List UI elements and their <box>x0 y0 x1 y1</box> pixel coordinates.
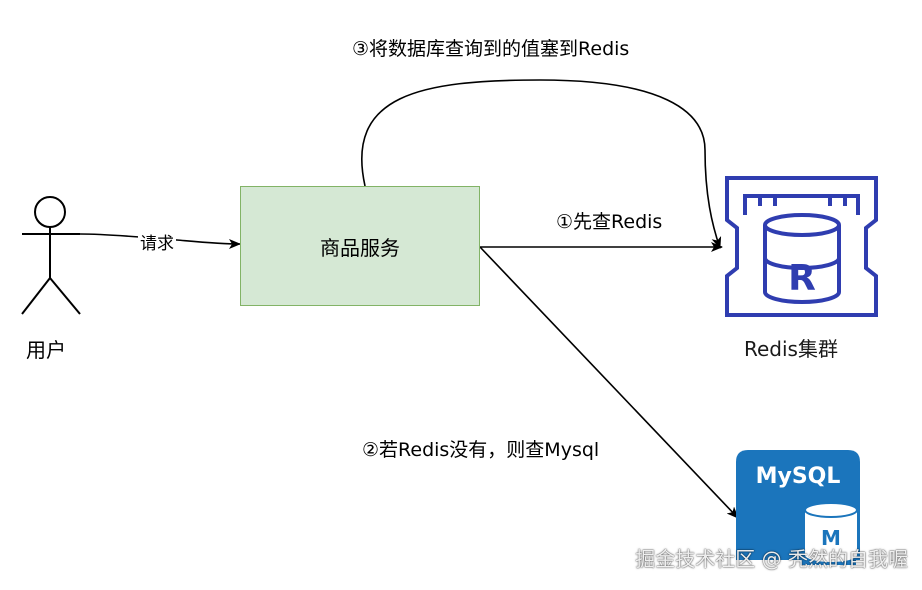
service-node: 商品服务 <box>240 186 480 306</box>
edge-query-mysql <box>479 246 739 519</box>
mysql-db-letter: M <box>821 526 841 550</box>
mysql-logo-text: MySQL <box>756 464 841 489</box>
redis-db-letter: R <box>788 258 816 299</box>
edge-request <box>79 233 241 249</box>
edge-request-label: 请求 <box>138 229 176 254</box>
edge-query-redis-label: ①先查Redis <box>556 211 663 233</box>
user-label: 用户 <box>26 338 66 362</box>
redis-cluster-icon <box>725 176 878 317</box>
edge-fill-redis <box>360 79 722 249</box>
watermark: 掘金技术社区 @ 秃然的自我喔 <box>635 547 908 571</box>
service-node-label: 商品服务 <box>320 235 400 260</box>
user-actor-icon <box>21 196 81 315</box>
mysql-icon <box>736 450 860 565</box>
redis-cluster-label: Redis集群 <box>744 337 838 361</box>
edge-query-mysql-label: ②若Redis没有，则查Mysql <box>362 439 600 461</box>
edge-fill-redis-label: ③将数据库查询到的值塞到Redis <box>352 38 630 60</box>
